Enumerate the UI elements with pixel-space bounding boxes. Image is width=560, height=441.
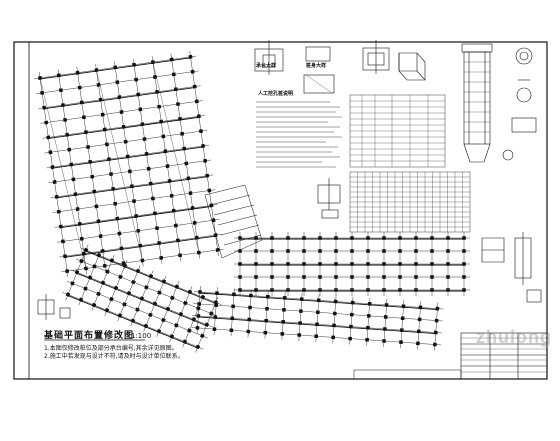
pile-schedule-table [349, 94, 446, 168]
foundation-plan-wing-a [34, 50, 224, 278]
foundation-plan-wing-d [191, 286, 444, 351]
cap-section-detail [317, 178, 341, 219]
right-details [481, 232, 542, 303]
watermark: zhulong [476, 327, 552, 347]
pile-notes-title: 人工挖孔桩说明 [258, 91, 294, 97]
drawing-note-2: 2.施工中若发现与设计不符,请及时与设计单位联系。 [44, 353, 184, 360]
pile-section-title: 桩身大样 [306, 63, 327, 69]
pile-cap-title: 承台大样 [256, 63, 277, 69]
cap-schedule-table [349, 171, 471, 233]
title-side-detail [37, 294, 145, 341]
drawing-note-1: 1.本图仅修改桩位及部分承台编号,其余详见原图。 [44, 345, 178, 352]
title-block [460, 332, 548, 380]
drawing-scale: 1:100 [131, 332, 152, 340]
foundation-plan-wing-b [234, 232, 470, 296]
revision-strip [353, 369, 462, 380]
foundation-plan-wing-c [62, 244, 222, 353]
pile-notes-text [256, 101, 342, 168]
drawing-title: 基础平面布置修改图 [44, 331, 135, 341]
connection-zone [204, 184, 263, 259]
sheet-border [13, 41, 548, 380]
pile-section-detail [461, 43, 537, 163]
pile-cap-detail [254, 40, 426, 94]
